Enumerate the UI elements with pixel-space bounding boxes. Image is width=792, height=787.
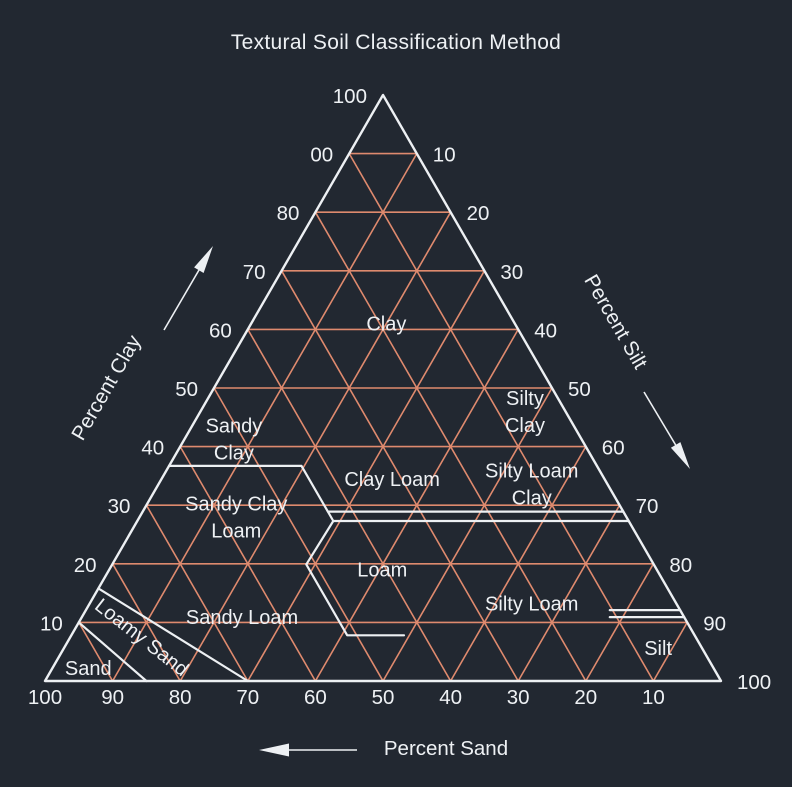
grid-line-silt-10 [111, 153, 418, 682]
tick-label-clay-80: 80 [277, 202, 300, 225]
tick-label-silt-30: 30 [500, 261, 523, 284]
tick-label-clay-30: 30 [108, 495, 131, 518]
grid-line-sand-60 [179, 446, 317, 682]
chart-title: Textural Soil Classification Method [230, 31, 562, 54]
triangle-frame [43, 93, 723, 683]
tick-label-silt-90: 90 [703, 612, 726, 635]
grid-line-silt-30 [247, 270, 486, 682]
tick-label-clay-60: 60 [209, 319, 232, 342]
grid-line-sand-70 [145, 504, 249, 682]
region-label-clay: Clay [366, 314, 406, 336]
silt-axis-arrow-head [670, 442, 690, 469]
grid-line-silt-70 [517, 504, 621, 682]
region-label-sandy-clay-loam-line1: Sandy Clay [185, 493, 287, 515]
tick-label-sand-20: 20 [574, 686, 597, 709]
region-label-silty-loam-clay-line1: Silty Loam [485, 461, 578, 483]
tick-label-sand-90: 90 [101, 686, 124, 709]
clay-axis-arrow-shaft [163, 266, 202, 331]
tick-label-clay-40: 40 [141, 437, 164, 460]
tick-label-silt-60: 60 [602, 437, 625, 460]
tick-label-silt-10: 10 [433, 144, 456, 167]
tick-label-clay-20: 20 [74, 554, 97, 577]
region-label-sandy-clay-loam-line2: Loam [211, 520, 261, 542]
tick-label-silt-100: 100 [737, 671, 771, 694]
region-label-sand: Sand [65, 658, 112, 680]
tick-label-clay-100: 100 [333, 85, 367, 108]
silt-axis-arrow-shaft [643, 391, 679, 449]
tick-label-sand-40: 40 [439, 686, 462, 709]
tick-label-clay-70: 70 [243, 261, 266, 284]
tick-label-clay-90: 00 [310, 144, 333, 167]
tick-label-sand-70: 70 [236, 686, 259, 709]
region-label-sandy-clay-line2: Clay [214, 442, 254, 464]
axis-label-sand: Percent Sand [384, 737, 508, 760]
region-label-clay-loam: Clay Loam [344, 469, 440, 491]
grid-line-silt-80 [585, 563, 655, 682]
grid-line-sand-50 [213, 387, 384, 682]
grid-line-silt-90 [652, 622, 688, 682]
grid-line-silt-50 [382, 387, 553, 682]
region-label-silt: Silt [644, 638, 672, 660]
region-boundary-loamy-sand-sandy-loam [97, 587, 249, 683]
region-boundary-loam-outline [305, 519, 406, 637]
tick-label-sand-50: 50 [372, 686, 395, 709]
tick-label-sand-30: 30 [507, 686, 530, 709]
grid-line-sand-30 [280, 270, 519, 682]
tick-label-silt-50: 50 [568, 378, 591, 401]
tick-label-sand-100: 100 [28, 686, 62, 709]
tick-label-clay-50: 50 [175, 378, 198, 401]
region-label-silty-loam-clay-line2: Clay [512, 488, 552, 510]
tick-label-silt-70: 70 [636, 495, 659, 518]
grid-line-silt-60 [449, 446, 587, 682]
grid-line-sand-80 [111, 563, 181, 682]
tick-label-silt-20: 20 [467, 202, 490, 225]
region-label-loam: Loam [357, 560, 407, 582]
region-label-sandy-clay-line1: Sandy [206, 415, 263, 437]
clay-axis-arrow-head [194, 246, 213, 273]
tick-label-silt-40: 40 [534, 319, 557, 342]
region-label-sandy-loam: Sandy Loam [186, 607, 298, 629]
region-label-silty-clay-line1: Silty [506, 388, 544, 410]
tick-label-sand-80: 80 [169, 686, 192, 709]
tick-label-sand-10: 10 [642, 686, 665, 709]
tick-label-silt-80: 80 [669, 554, 692, 577]
sand-axis-arrow-head [259, 743, 289, 757]
region-boundary-sandy-clay-clayloam-siltloam [167, 464, 630, 523]
axis-label-clay: Percent Clay [67, 331, 146, 445]
region-label-silty-clay-line2: Clay [505, 415, 545, 437]
tick-label-clay-10: 10 [40, 612, 63, 635]
region-boundary-sand-loamy-sand [77, 621, 148, 683]
region-label-silty-loam: Silty Loam [485, 594, 578, 616]
axis-label-silt: Percent Silt [579, 271, 651, 374]
grid-line-sand-10 [348, 153, 655, 682]
grid-line-sand-90 [78, 622, 114, 682]
tick-label-sand-60: 60 [304, 686, 327, 709]
